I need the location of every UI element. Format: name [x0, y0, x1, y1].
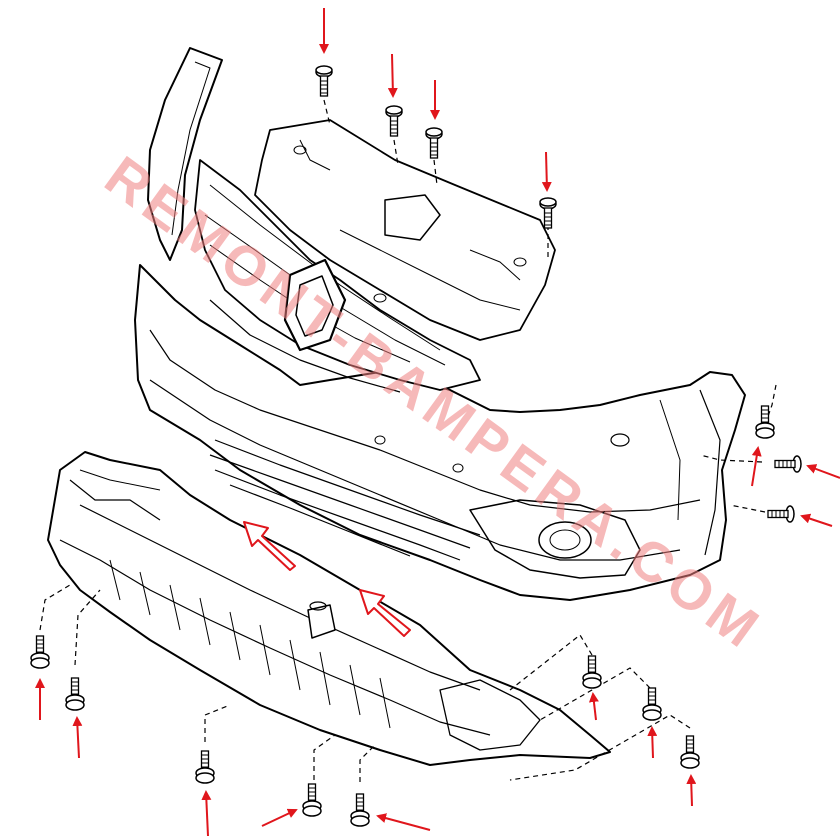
upper-bolt-2: [385, 105, 403, 137]
lower-right-bolt-2: [642, 687, 662, 721]
lower-center-bolt-2: [302, 783, 322, 817]
side-screw-1: [774, 455, 802, 473]
side-bolt-vertical: [755, 405, 775, 439]
arrow-side-screw-1: [806, 464, 840, 479]
radiator-grille: [194, 159, 481, 393]
side-screw-2: [767, 505, 795, 523]
arrow-lower-right-1: [588, 692, 599, 721]
red-arrows: [35, 8, 840, 836]
lower-center-bolt-3: [350, 793, 370, 827]
lower-left-bolt-1: [30, 635, 50, 669]
upper-bolt-1: [315, 65, 333, 97]
lower-center-bolt-1: [195, 750, 215, 784]
lower-left-bolt-2: [65, 677, 85, 711]
arrow-lower-right-3: [686, 774, 697, 807]
lower-right-bolt-3: [680, 735, 700, 769]
arrow-lower-right-2: [647, 726, 658, 759]
lower-right-bolt-1: [582, 655, 602, 689]
arrow-lower-left-2: [72, 716, 83, 759]
direction-arrow-left: [243, 521, 296, 571]
arrow-side-screw-2: [800, 513, 833, 527]
upper-bolt-3: [425, 127, 443, 159]
arrow-upper-bolt-4: [541, 151, 552, 192]
upper-cover-panel: [254, 119, 556, 341]
direction-arrow-right: [359, 589, 411, 637]
front-bumper: [134, 47, 746, 601]
arrow-lower-center-3: [376, 813, 431, 831]
lower-engine-splash-shield: [47, 451, 611, 766]
leader-lines: [39, 99, 777, 782]
arrow-lower-center-2: [261, 808, 298, 827]
arrow-lower-center-1: [201, 790, 212, 836]
arrow-upper-bolt-2: [387, 53, 398, 98]
arrow-side-bolt: [751, 446, 762, 487]
